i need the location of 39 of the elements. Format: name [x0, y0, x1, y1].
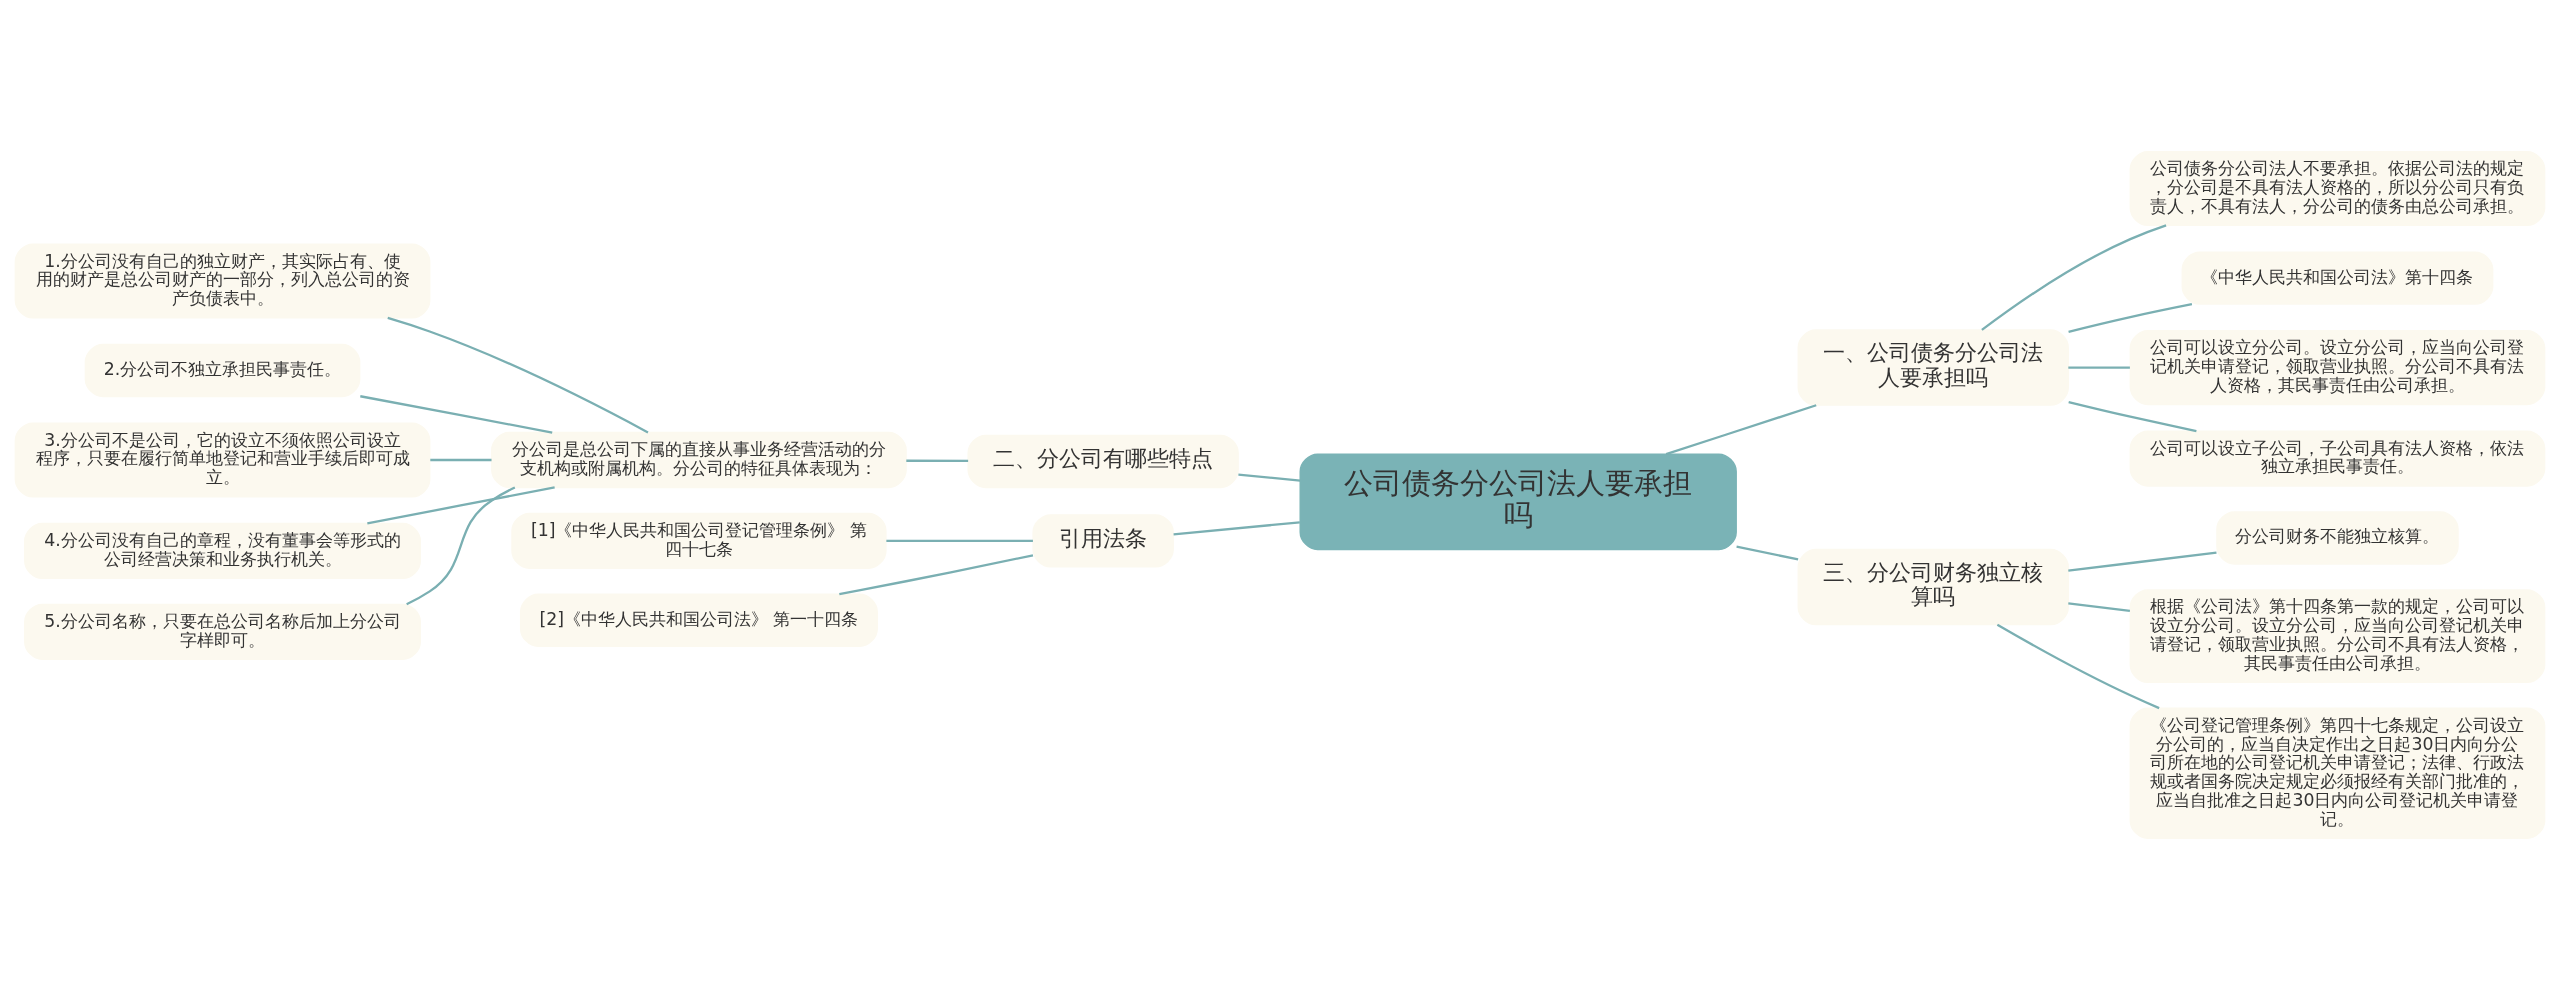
node-box: 二、分公司有哪些特点 — [967, 434, 1239, 489]
node-box: 3.分公司不是公司，它的设立不须依照公司设立程序，只要在履行简单地登记和营业手续后即可成立。 — [14, 422, 431, 498]
connector — [1665, 404, 1817, 456]
connector — [2068, 303, 2193, 333]
node-box: 公司可以设立子公司，子公司具有法人资格，依法独立承担民事责任。 — [2129, 430, 2546, 487]
node-box: 公司债务分公司法人要承担吗 — [1299, 453, 1737, 551]
connector — [1996, 623, 2160, 710]
node-box: 公司债务分公司法人不要承担。依据公司法的规定，分公司是不具有法人资格的，所以分公司只有负责人，不具有法人，分公司的债务由总公司承担。 — [2129, 151, 2546, 227]
node-box: 引用法条 — [1032, 514, 1174, 568]
connector — [906, 459, 969, 463]
connector — [406, 486, 516, 606]
node-box: 根据《公司法》第十四条第一款的规定，公司可以设立分公司。设立分公司，应当向公司登记机关申请登记，领取营业执照。分公司不具有法人资格，其民事责任由公司承担。 — [2129, 589, 2546, 684]
node-box: 4.分公司没有自己的章程，没有董事会等形式的公司经营决策和业务执行机关。 — [24, 522, 422, 580]
node-box: 一、公司债务分公司法人要承担吗 — [1797, 329, 2069, 406]
node-box: 分公司财务不能独立核算。 — [2216, 511, 2459, 565]
connector — [1736, 545, 1799, 561]
connector — [2068, 366, 2130, 369]
connector — [430, 458, 492, 462]
connector — [839, 554, 1034, 596]
node-box: 1.分公司没有自己的独立财产，其实际占有、使用的财产是总公司财产的一部分，列入总公司的资产负债表中。 — [14, 243, 431, 319]
connector — [1173, 521, 1300, 536]
connector — [387, 316, 649, 434]
node-box: 公司可以设立分公司。设立分公司，应当向公司登记机关申请登记，领取营业执照。分公司不具有法人资格，其民事责任由公司承担。 — [2129, 330, 2546, 406]
connector — [360, 395, 553, 434]
node-box: 2.分公司不独立承担民事责任。 — [84, 343, 361, 398]
connector — [1238, 473, 1301, 482]
node-box: 三、分公司财务独立核算吗 — [1797, 548, 2069, 626]
connector — [2068, 400, 2197, 433]
node-box: 《中华人民共和国公司法》第十四条 — [2181, 251, 2494, 305]
connector — [2068, 602, 2131, 613]
node-box: 《公司登记管理条例》第四十七条规定，公司设立分公司的，应当自决定作出之日起30日内向分公司所在地的公司登记机关申请登记；法律、行政法规或者国务院决定规定必须报经有关部门批准的，应当自批准之日起30日内向公司登记机关申请登记。 — [2129, 707, 2546, 839]
connector — [1981, 224, 2167, 331]
connector — [367, 486, 555, 525]
node-box: 5.分公司名称，只要在总公司名称后加上分公司字样即可。 — [24, 603, 422, 660]
node-box: [1]《中华人民共和国公司登记管理条例》 第四十七条 — [511, 512, 887, 569]
connector — [886, 539, 1033, 542]
node-box: [2]《中华人民共和国公司法》 第一十四条 — [519, 593, 878, 647]
connector — [2068, 551, 2217, 572]
node-box: 分公司是总公司下属的直接从事业务经营活动的分支机构或附属机构。分公司的特征具体表现为： — [491, 431, 907, 489]
